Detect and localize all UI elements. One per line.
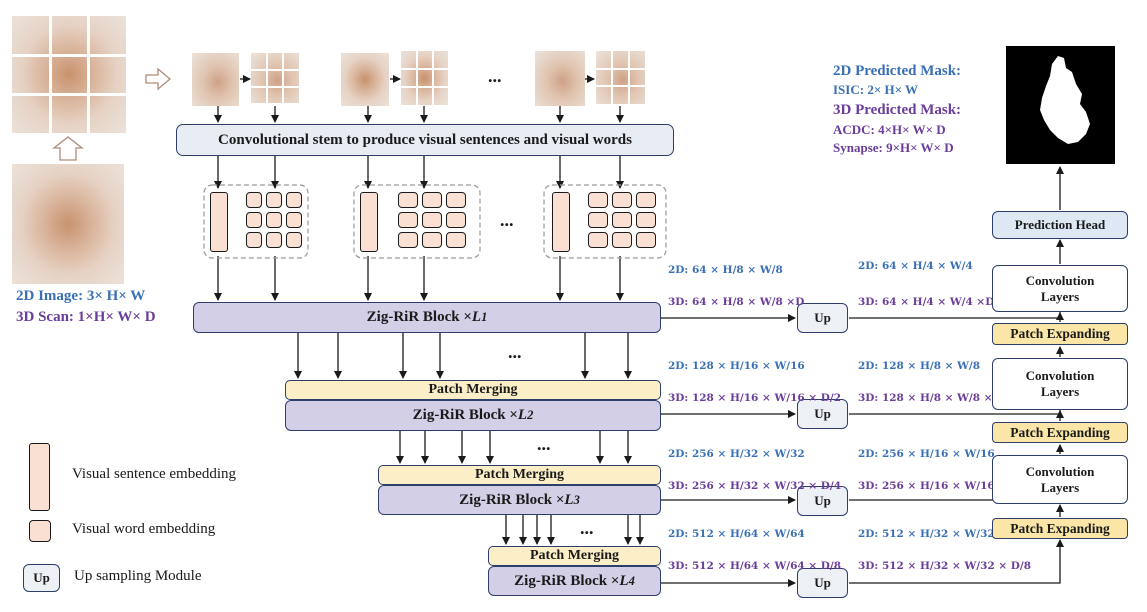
block-label: Zig-RiR Block ×	[412, 407, 518, 423]
sentence-embedding	[552, 192, 570, 252]
legend-up-box: Up	[23, 564, 60, 592]
patch-thumbnail	[192, 53, 239, 106]
sentence-embedding	[360, 192, 378, 252]
block-sub: L	[517, 407, 528, 423]
patch-thumbnail	[535, 51, 585, 106]
dim-3d-encoder-3: 3D: 256 × H/32 × W/32 × D/4	[668, 480, 842, 492]
block-index: 2	[527, 408, 534, 422]
word-embedding-grid	[588, 192, 662, 252]
word-grid-thumbnail	[401, 51, 448, 105]
prediction-head: Prediction Head	[992, 211, 1128, 239]
dim-2d-decoder-2: 2D: 128 × H/8 × W/8	[858, 360, 981, 372]
embedding-group	[544, 185, 666, 258]
patch-thumbnail	[341, 53, 389, 106]
block-index: 4	[628, 573, 635, 588]
input-2d-image: 2D Image: 3× H× W	[16, 288, 146, 304]
ellipsis: ...	[508, 342, 522, 362]
patch-merging-2: Patch Merging	[285, 380, 661, 400]
word-grid-thumbnail	[251, 53, 299, 103]
legend-up-label: Up sampling Module	[74, 568, 202, 584]
conv-label-line1: Convolution	[1025, 463, 1095, 479]
dim-2d-decoder-3: 2D: 256 × H/16 × W/16	[858, 448, 995, 460]
block-index: 3	[573, 492, 580, 507]
block-label: Zig-RiR Block ×	[459, 491, 565, 508]
output-2d-isic: ISIC: 2× H× W	[833, 82, 919, 97]
word-embedding-grid	[398, 192, 474, 252]
dim-3d-decoder-4: 3D: 512 × H/32 × W/32 × D/8	[858, 560, 1032, 572]
conv-label-line1: Convolution	[1025, 368, 1095, 384]
output-2d-title: 2D Predicted Mask:	[833, 63, 962, 79]
output-3d-synapse: Synapse: 9×H× W× D	[833, 140, 954, 155]
input-3d-scan: 3D Scan: 1×H× W× D	[16, 309, 156, 325]
sentence-embedding	[210, 192, 228, 252]
legend-word-label: Visual word embedding	[72, 521, 216, 537]
input-image-patched	[12, 16, 126, 133]
word-embedding-grid	[246, 192, 304, 252]
patch-merging-4: Patch Merging	[488, 546, 661, 566]
output-3d-acdc: ACDC: 4×H× W× D	[833, 122, 946, 137]
embedding-group	[204, 185, 308, 258]
dim-3d-decoder-1: 3D: 64 × H/4 × W/4 ×D	[858, 296, 995, 308]
convolution-layers-3: Convolution Layers	[992, 455, 1128, 504]
block-index: 1	[481, 310, 488, 324]
conv-label-line2: Layers	[1040, 479, 1080, 495]
ellipsis: ...	[537, 434, 551, 454]
patch-expanding-4: Patch Expanding	[992, 518, 1128, 539]
dim-2d-encoder-2: 2D: 128 × H/16 × W/16	[668, 360, 805, 372]
convolutional-stem: Convolutional stem to produce visual sen…	[176, 124, 674, 156]
block-sub: L	[619, 572, 629, 589]
convolution-layers-1: Convolution Layers	[992, 265, 1128, 312]
dim-3d-decoder-3: 3D: 256 × H/16 × W/16 × D/4	[858, 480, 1032, 492]
patch-expanding-2: Patch Expanding	[992, 323, 1128, 345]
ellipsis: ...	[580, 518, 594, 538]
legend-word-swatch	[29, 520, 51, 542]
conv-label-line1: Convolution	[1025, 272, 1095, 288]
dim-2d-encoder-4: 2D: 512 × H/64 × W/64	[668, 528, 805, 540]
dim-2d-encoder-1: 2D: 64 × H/8 × W/8	[668, 264, 783, 276]
legend-sentence-label: Visual sentence embedding	[72, 466, 237, 482]
patch-expanding-3: Patch Expanding	[992, 422, 1128, 443]
input-image	[12, 164, 124, 284]
up-module-3: Up	[797, 486, 848, 516]
block-label: Zig-RiR Block ×	[366, 309, 472, 325]
dim-3d-encoder-1: 3D: 64 × H/8 × W/8 ×D	[668, 296, 805, 308]
up-module-2: Up	[797, 399, 848, 429]
word-grid-thumbnail	[596, 51, 645, 104]
output-3d-title: 3D Predicted Mask:	[833, 102, 962, 118]
legend-sentence-swatch	[29, 443, 50, 511]
block-sub: L	[564, 491, 574, 508]
conv-label-line2: Layers	[1040, 384, 1080, 399]
ellipsis: ...	[488, 66, 502, 86]
up-module-1: Up	[797, 303, 848, 333]
dim-3d-encoder-4: 3D: 512 × H/64 × W/64 × D/8	[668, 560, 842, 572]
block-label: Zig-RiR Block ×	[514, 572, 620, 589]
dim-3d-encoder-2: 3D: 128 × H/16 × W/16 × D/2	[668, 392, 842, 404]
block-sub: L	[471, 309, 482, 325]
ellipsis: ...	[500, 210, 514, 230]
patch-merging-3: Patch Merging	[378, 465, 661, 485]
conv-label-line2: Layers	[1040, 288, 1080, 304]
dim-3d-decoder-2: 3D: 128 × H/8 × W/8 × D/2	[858, 392, 1017, 404]
dim-2d-decoder-4: 2D: 512 × H/32 × W/32	[858, 528, 995, 540]
embedding-group	[354, 185, 480, 258]
predicted-mask-image	[1006, 46, 1115, 164]
up-module-4: Up	[797, 568, 848, 598]
convolution-layers-2: Convolution Layers	[992, 358, 1128, 410]
dim-2d-decoder-1: 2D: 64 × H/4 × W/4	[858, 260, 973, 272]
dim-2d-encoder-3: 2D: 256 × H/32 × W/32	[668, 448, 805, 460]
